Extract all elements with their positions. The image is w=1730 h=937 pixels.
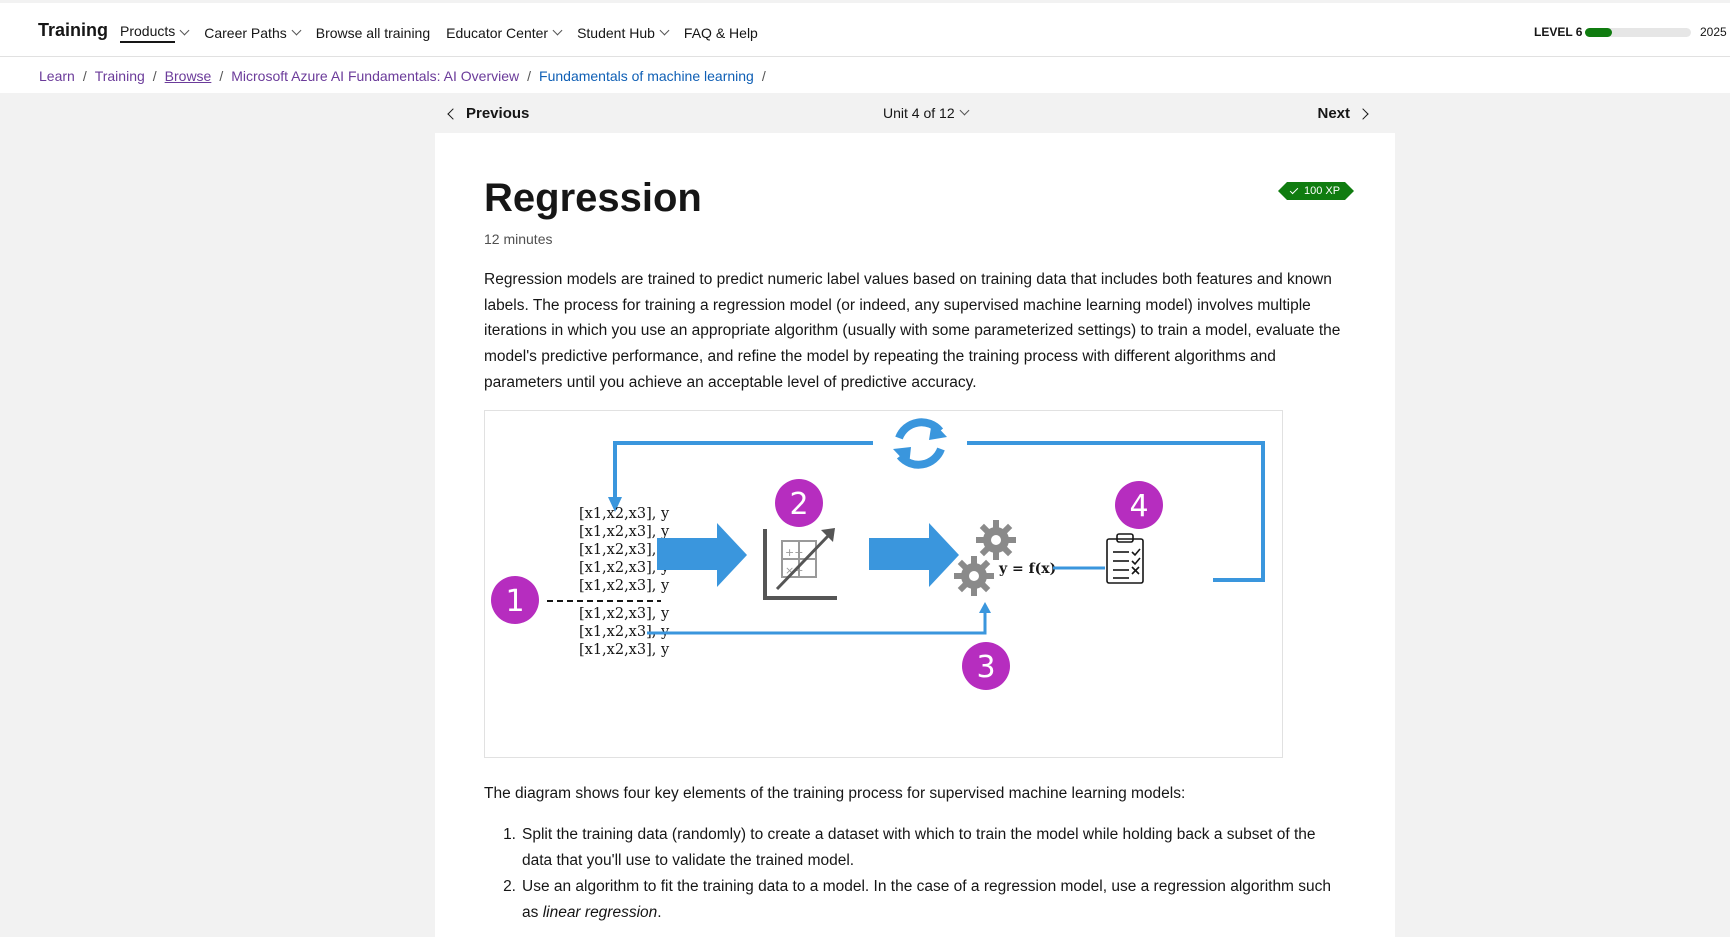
intro-paragraph: Regression models are trained to predict… [484,271,1341,391]
list-text-main: Use an algorithm to fit the training dat… [522,878,1332,921]
list-item: 2. Use an algorithm to fit the training … [484,874,1344,926]
breadcrumb-training[interactable]: Training [94,68,145,84]
data-row: [x1,x2,x3], y [579,642,670,658]
nav-student-hub[interactable]: Student Hub [577,23,670,43]
nav-label: Educator Center [446,25,549,41]
data-row: [x1,x2,x3], y [579,542,670,558]
step-badge [1115,481,1163,529]
step-badge [775,479,823,527]
nav-label: Career Paths [204,25,287,41]
list-text-tail: . [657,904,662,921]
xp-badge-label: 100 XP [1303,185,1341,197]
brand-title[interactable]: Training [38,20,109,40]
step-badge [491,576,539,624]
nav-label: Browse all training [315,25,431,41]
data-row: [x1,x2,x3], y [579,606,670,622]
chevron-down-icon [552,25,563,36]
breadcrumb-separator: / [527,68,532,84]
algorithm-icon: +− ×÷ [763,528,837,600]
next-button[interactable]: Next [1317,105,1369,122]
steps-list: 1. Split the training data (randomly) to… [484,822,1344,926]
chevron-down-icon [291,25,302,36]
xp-total: 2025 [1700,25,1727,39]
diagram-svg: [x1,x2,x3], y [x1,x2,x3], y [x1,x2,x3], … [491,418,1265,690]
feedback-loop-arrow [613,441,1265,582]
breadcrumb-bar: Learn / Training / Browse / Microsoft Azure… [0,57,1730,93]
chevron-down-icon [659,25,670,36]
chevron-left-icon [447,107,459,120]
previous-label: Previous [466,105,530,122]
list-item: 1. Split the training data (randomly) to… [484,822,1344,874]
nav-browse-all-training[interactable]: Browse all training [316,23,430,43]
nav-faq-help[interactable]: FAQ & Help [684,23,758,43]
data-row: [x1,x2,x3], y [579,578,670,594]
model-formula: y = f(x) [998,561,1056,577]
data-row: [x1,x2,x3], y [579,560,670,576]
svg-text:+−: +− [785,546,803,559]
list-text: Use an algorithm to fit the training dat… [522,874,1344,926]
refresh-arrowhead [893,447,911,466]
refresh-arrowhead [929,421,947,440]
list-text-emphasis: linear regression [542,904,658,921]
page-title: Regression [484,176,702,220]
breadcrumb-course[interactable]: Microsoft Azure AI Fundamentals: AI Over… [231,68,520,84]
breadcrumb: Learn / Training / Browse / Microsoft Azure… [39,68,774,84]
step-badge-number: 3 [976,650,995,685]
breadcrumb-separator: / [152,68,157,84]
breadcrumb-separator: / [219,68,224,84]
validation-arrow [647,611,987,635]
unit-navigation: Previous Unit 4 of 12 Next [435,93,1395,133]
gear-icon [954,556,994,596]
step-badge [962,642,1010,690]
level-progress-fill [1585,28,1612,37]
breadcrumb-learn[interactable]: Learn [39,68,75,84]
flow-arrow [657,523,747,587]
data-row: [x1,x2,x3], y [579,506,670,522]
chevron-down-icon [179,25,190,36]
validation-arrowhead [979,602,991,613]
xp-badge: 100 XP [1278,182,1354,200]
breadcrumb-separator: / [82,68,87,84]
training-process-diagram: [x1,x2,x3], y [x1,x2,x3], y [x1,x2,x3], … [484,410,1283,758]
diagram-lead: The diagram shows four key elements of t… [484,785,1186,802]
clipboard-icon [1106,533,1144,584]
step-badge-number: 1 [505,584,524,619]
data-row: [x1,x2,x3], y [579,624,670,640]
level-progress-bar [1585,28,1691,37]
list-number: 1. [503,826,516,843]
unit-selector[interactable]: Unit 4 of 12 [883,105,970,121]
step-badge-number: 2 [789,487,808,522]
list-number: 2. [503,878,516,895]
step-badge-number: 4 [1129,489,1148,524]
gear-icon [976,520,1016,560]
nav-label: FAQ & Help [683,25,758,41]
nav-products[interactable]: Products [120,23,190,43]
nav-career-paths[interactable]: Career Paths [204,23,302,43]
nav-label: Student Hub [577,25,655,41]
content-card: Regression 12 minutes 100 XP Regression … [435,133,1395,937]
breadcrumb-browse[interactable]: Browse [164,68,212,84]
breadcrumb-separator: / [761,68,766,84]
main-nav: Products Career Paths Browse all trainin… [120,23,774,43]
nav-educator-center[interactable]: Educator Center [446,23,563,43]
unit-duration: 12 minutes [484,231,553,247]
chevron-right-icon [1357,107,1369,120]
feedback-arrowhead [608,497,622,512]
previous-button[interactable]: Previous [447,105,530,122]
next-label: Next [1317,105,1350,122]
chevron-down-icon [959,105,970,116]
data-row: [x1,x2,x3], y [579,524,670,540]
unit-label: Unit 4 of 12 [883,105,955,121]
breadcrumb-module[interactable]: Fundamentals of machine learning [539,68,754,84]
nav-label: Products [120,23,176,43]
level-label: LEVEL 6 [1534,25,1583,39]
list-text: Split the training data (randomly) to cr… [522,826,1316,869]
flow-arrow [869,523,959,587]
top-navigation: Training Products Career Paths Browse al… [0,0,1730,57]
checkmark-icon [1290,185,1298,193]
